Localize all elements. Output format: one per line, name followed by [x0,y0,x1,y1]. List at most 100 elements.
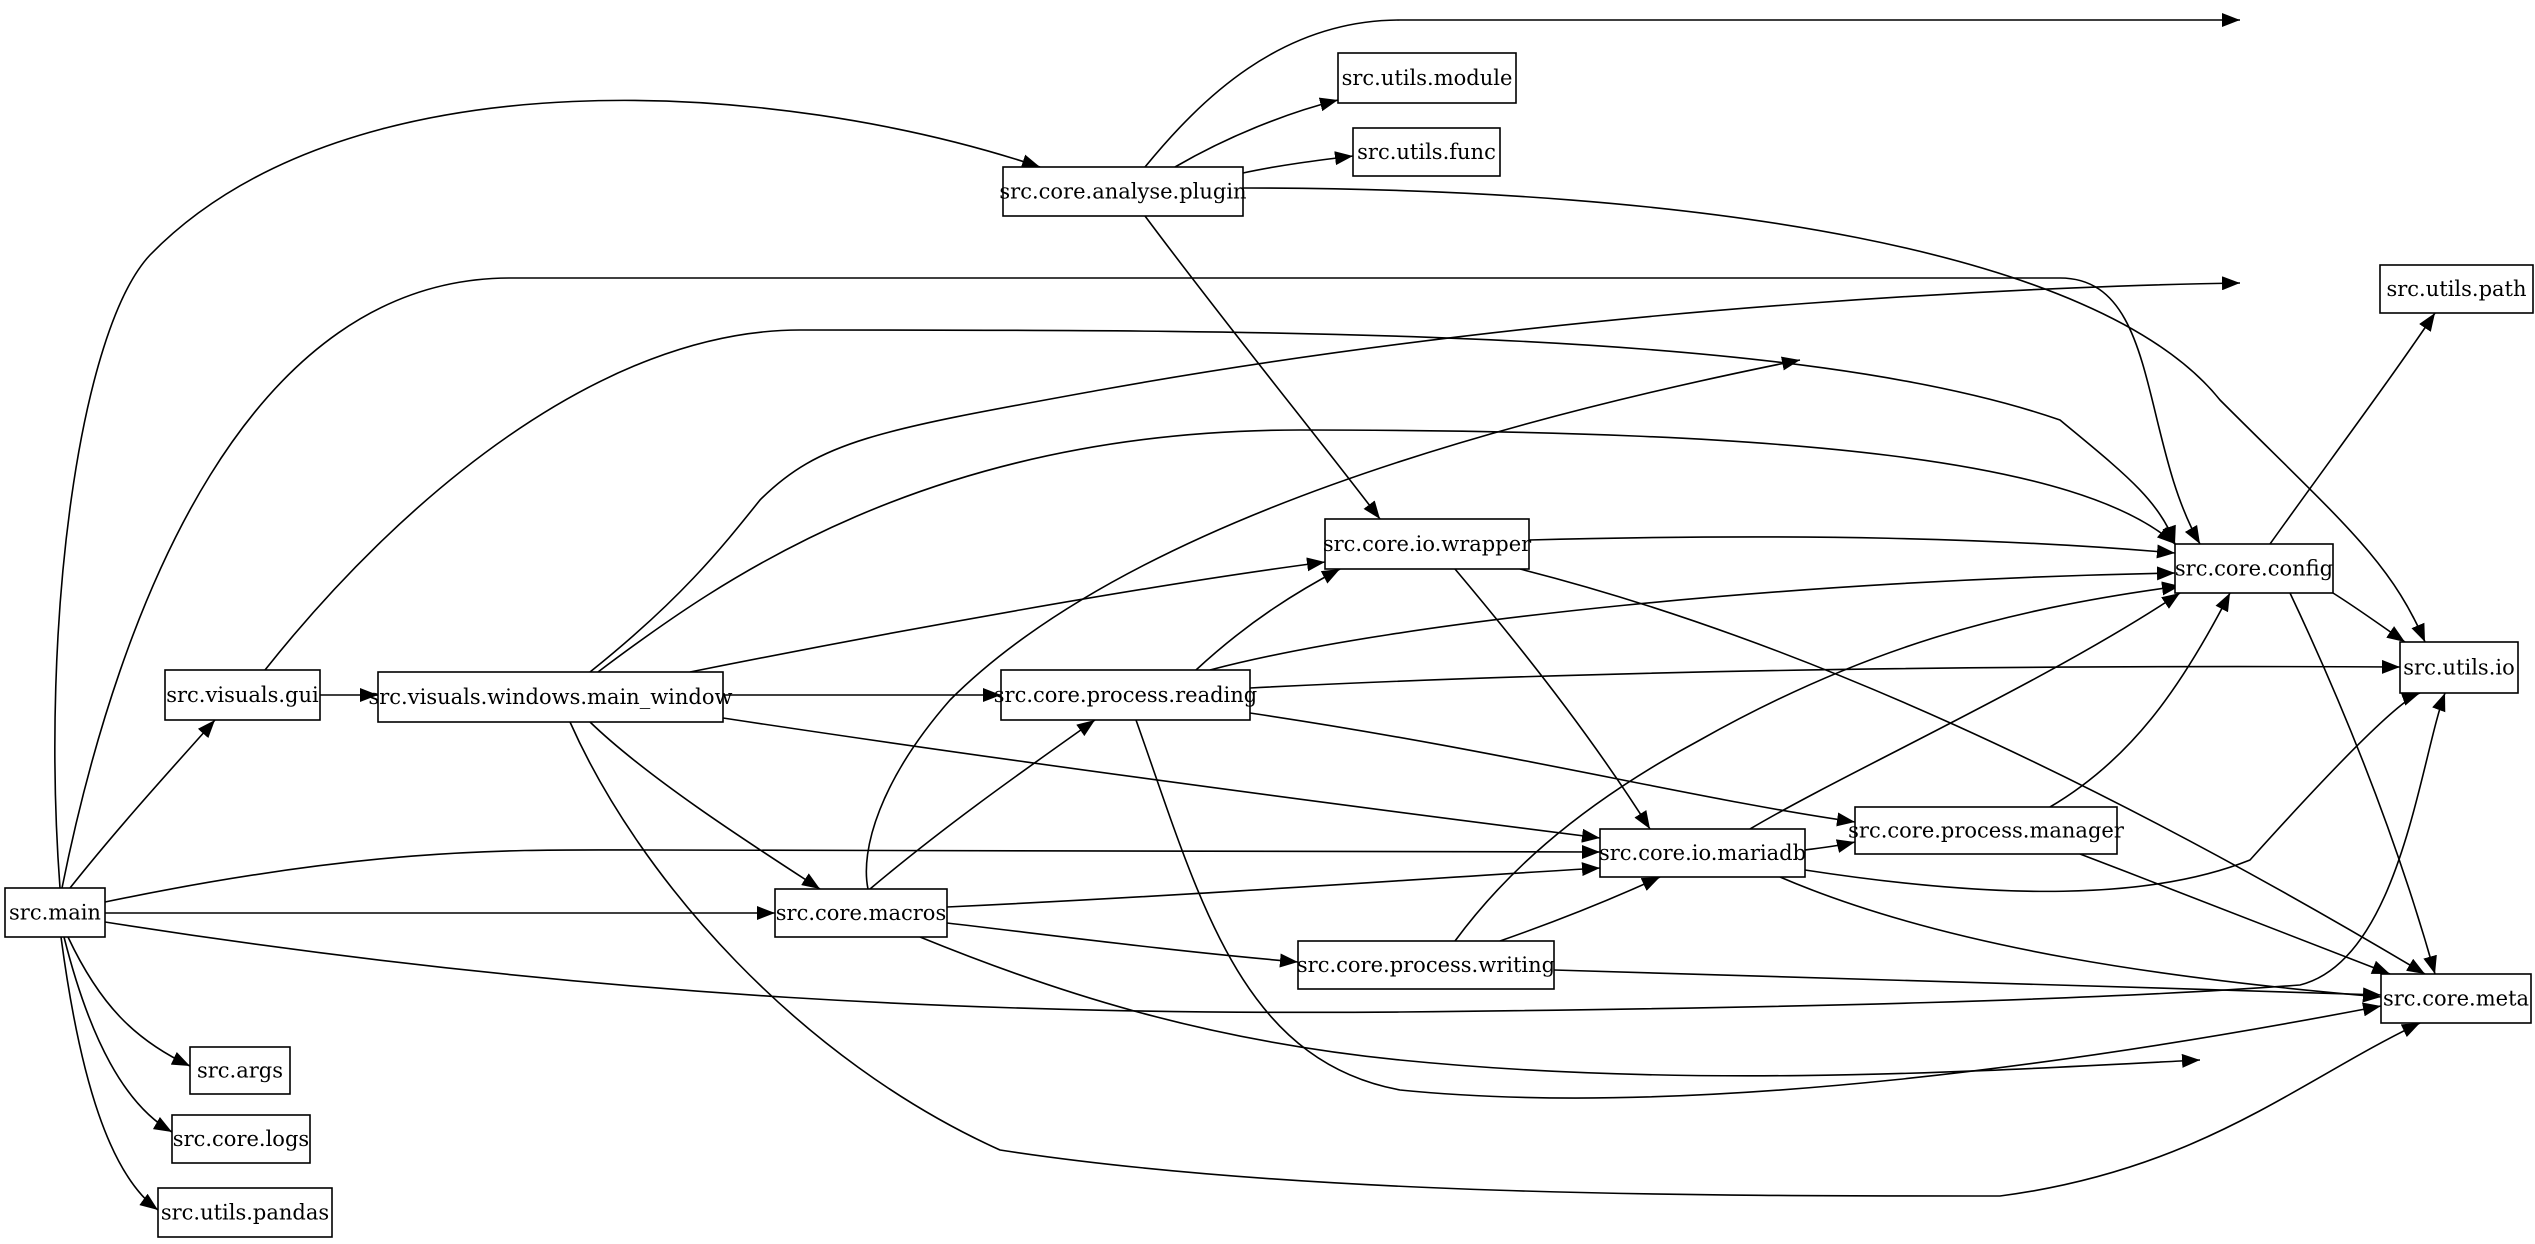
node-box [1002,166,1244,217]
node-src-core-analyse-plugin[interactable]: src.core.analyse.plugin [999,166,1247,217]
node-label: src.core.analyse.plugin [999,180,1246,204]
node-src-core-process-manager[interactable]: src.core.process.manager [1848,806,2125,855]
edge-path [2332,592,2406,643]
node-src-args[interactable]: src.args [189,1046,291,1095]
edge-src-core-process-reading-to-src-utils-io [1249,659,2401,689]
node-src-visuals-windows-main-window[interactable]: src.visuals.windows.main_window [368,671,733,723]
node-box [1854,806,2118,855]
node-label: src.core.config [2175,557,2333,581]
edge-src-core-analyse-plugin-to-src-utils-module [1174,97,1339,168]
edge-path [1144,215,1381,520]
edge-path [2269,312,2436,545]
node-src-utils-func[interactable]: src.utils.func [1352,127,1501,177]
edge-path [869,719,1096,890]
node-src-core-macros[interactable]: src.core.macros [774,888,948,938]
edge-path [865,356,1801,890]
node-box [1352,127,1501,177]
edge-path [1519,568,2426,975]
edge-path [722,717,1601,843]
edge-src-core-macros-to-src-core-process-writing [946,922,1299,968]
node-src-core-io-wrapper[interactable]: src.core.io.wrapper [1323,518,1532,570]
edge-src-core-process-reading-to-src-core-meta [1135,719,2382,1099]
edge-path [597,429,2176,673]
edge-path [1804,692,2421,893]
node-src-core-process-writing[interactable]: src.core.process.writing [1297,940,1555,990]
edge-src-visuals-windows-main-window-to-src-core-io-wrapper [689,557,1326,673]
node-box [1599,828,1806,878]
node-label: src.core.meta [2383,987,2529,1011]
node-box [2399,641,2519,694]
node-label: src.main [9,901,101,925]
node-label: src.core.process.writing [1297,953,1555,977]
node-src-utils-pandas[interactable]: src.utils.pandas [157,1187,333,1238]
node-src-core-meta[interactable]: src.core.meta [2380,973,2532,1024]
node-src-utils-module[interactable]: src.utils.module [1337,52,1517,104]
node-label: src.utils.module [1342,66,1513,90]
node-label: src.utils.pandas [161,1201,329,1225]
node-box [189,1046,291,1095]
edge-path [689,557,1326,673]
edge-src-visuals-windows-main-window-to-src-core-macros [589,721,821,890]
node-src-utils-path[interactable]: src.utils.path [2379,264,2534,314]
edge-src-main-to-src-visuals-gui [69,719,216,889]
edge-path [63,936,173,1133]
node-src-core-process-reading[interactable]: src.core.process.reading [994,669,1257,721]
edge-src-core-analyse-plugin-to-src-utils-io [1242,187,2426,643]
edge-src-core-process-writing-to-src-core-config [1454,581,2181,942]
node-box [377,671,724,723]
edge-path [1174,97,1339,168]
node-label: src.utils.path [2386,277,2526,301]
edge-path [1749,592,2181,830]
edge-src-core-analyse-plugin-to-src-utils-path [1144,13,2240,168]
edge-src-main-to-src-core-analyse-plugin [54,99,1041,889]
edge-path [2049,592,2231,808]
edge-src-visuals-windows-main-window-to-src-core-meta [569,721,2421,1197]
node-box [774,888,948,938]
node-src-core-io-mariadb[interactable]: src.core.io.mariadb [1599,828,1806,878]
node-label: src.core.io.wrapper [1323,532,1532,556]
edge-src-visuals-windows-main-window-to-src-utils-path [589,276,2241,673]
edge-path [1144,13,2240,168]
edge-src-core-config-to-src-core-meta [2289,592,2437,975]
edge-path [589,276,2241,673]
node-src-core-config[interactable]: src.core.config [2174,543,2334,594]
edge-src-core-io-mariadb-to-src-core-meta [1779,876,2382,1003]
node-src-core-logs[interactable]: src.core.logs [171,1114,311,1164]
node-src-utils-io[interactable]: src.utils.io [2399,641,2519,694]
edge-path [1499,876,1661,942]
edge-src-visuals-windows-main-window-to-src-core-config [597,429,2176,673]
node-label: src.core.process.reading [994,683,1257,707]
edge-path [104,692,2446,1014]
node-box [2379,264,2534,314]
node-box [1297,940,1555,990]
edge-src-main-to-src-core-config [61,277,2201,889]
node-label: src.utils.func [1357,140,1496,164]
edge-path [104,844,1601,903]
edge-path [1779,876,2382,1003]
edge-path [1454,568,1651,830]
node-src-main[interactable]: src.main [4,887,106,938]
node-box [2380,973,2532,1024]
edge-path [589,721,821,890]
edge-path [1249,712,1856,827]
edge-path [1804,839,1856,853]
edge-path [1242,151,1354,174]
node-label: src.core.process.manager [1848,819,2125,843]
edge-path [1209,566,2176,671]
edge-src-core-process-reading-to-src-core-io-wrapper [1195,568,1341,671]
edge-src-main-to-src-utils-pandas [60,936,159,1211]
node-src-visuals-gui[interactable]: src.visuals.gui [164,669,321,721]
edge-src-visuals-windows-main-window-to-src-core-io-mariadb [722,717,1601,843]
edge-path [264,329,2176,671]
node-label: src.core.logs [173,1127,309,1151]
edge-src-visuals-gui-to-src-core-config [264,329,2176,671]
node-box [1000,669,1251,721]
node-box [171,1114,311,1164]
edge-path [60,936,159,1211]
edge-src-core-io-mariadb-to-src-core-config [1749,592,2181,830]
node-label: src.core.macros [776,901,946,925]
edge-src-core-process-writing-to-src-core-io-mariadb [1499,876,1661,942]
nodes: src.main src.args src.core.logs src.utils.p… [4,52,2534,1238]
edge-src-core-process-reading-to-src-core-process-manager [1249,712,1856,827]
